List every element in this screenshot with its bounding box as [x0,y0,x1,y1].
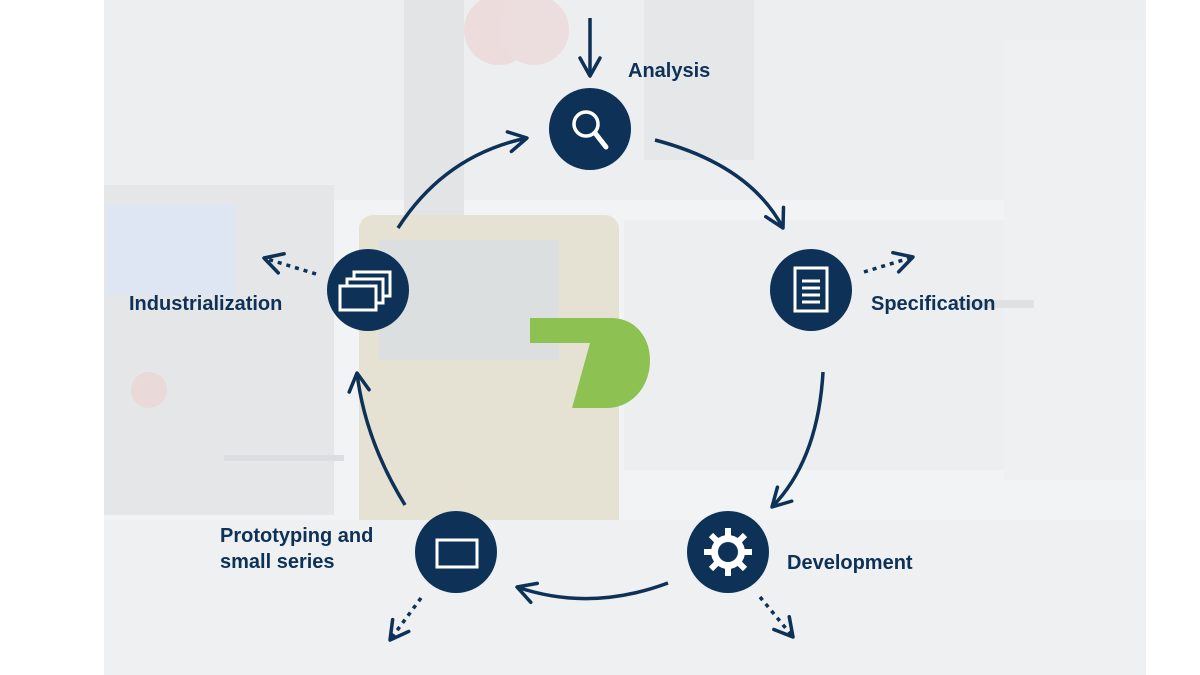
gear-icon [704,528,752,576]
stage-label-prototyping: Prototyping and small series [220,525,374,573]
stage-label-development: Development [787,552,913,574]
single-board-icon [435,538,479,569]
dashed-arrow-prototyping [388,596,423,642]
dashed-arrow-development [758,595,795,639]
dashed-arrow-specification [863,250,915,274]
stacked-boards-icon [338,270,392,312]
arrow-prototyping-to-industrialization [347,371,407,506]
stage-label-analysis: Analysis [628,60,711,82]
node-development [687,511,769,593]
node-specification [770,249,852,331]
arrow-industrialization-to-analysis [396,130,529,229]
magnifier-icon [572,110,609,150]
stage-label-industrialization: Industrialization [129,293,283,315]
node-prototyping [415,511,497,593]
stage-label-specification: Specification [871,293,996,315]
company-logo-mark [530,318,650,408]
node-industrialization [327,249,409,331]
document-icon [793,266,829,313]
arrow-specification-to-development [770,371,825,509]
arrow-analysis-to-specification [654,138,786,230]
arrow-development-to-prototyping [515,581,669,605]
node-analysis [549,88,631,170]
dashed-arrow-industrialization [262,251,317,276]
